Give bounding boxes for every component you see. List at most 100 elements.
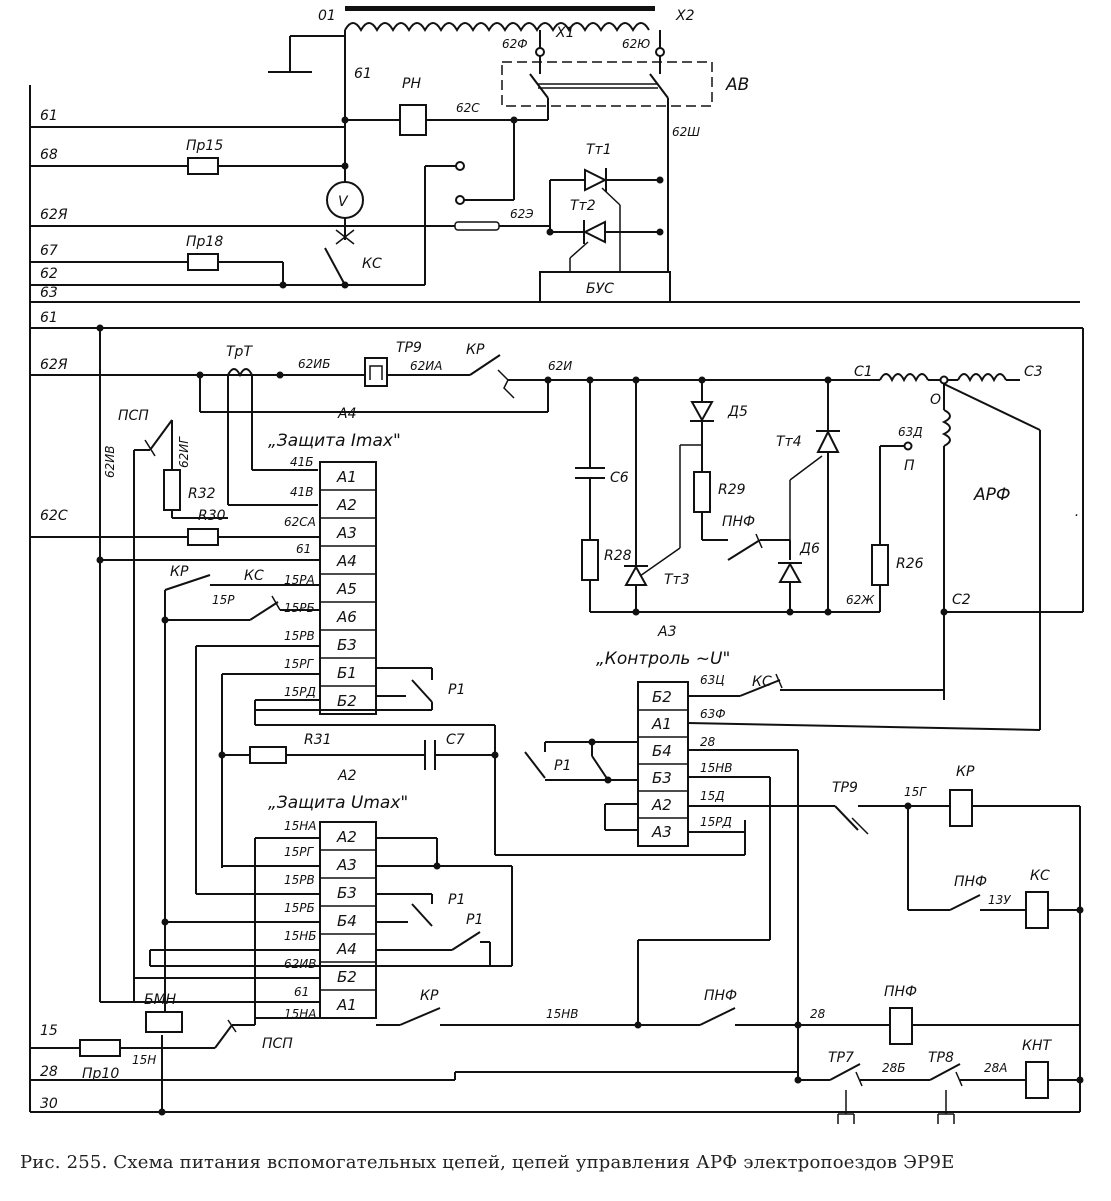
a2-wire: 15РВ (284, 873, 315, 887)
wire-label: 62ИА (410, 359, 442, 373)
a3-wire: 15НВ (700, 761, 733, 775)
pr15-label: Пр15 (186, 138, 223, 154)
tt4-label: Тт4 (776, 434, 802, 450)
ks-label-top: КС (362, 256, 382, 272)
ks-label-2: КС (244, 568, 264, 584)
a2-row: А4 (336, 940, 357, 958)
tr8-label: ТР8 (928, 1050, 954, 1066)
a2-wire: 62ИВ (284, 957, 316, 971)
terminal-label: 62Ю (622, 37, 650, 51)
r26-label: R26 (896, 556, 924, 572)
stray-mark: · (1074, 508, 1078, 524)
trt-label: ТрТ (226, 344, 253, 360)
bus-label: 61 (40, 108, 58, 124)
a2-wire: 15РБ (284, 901, 315, 915)
p1-label-2: Р1 (448, 892, 465, 908)
a4-row: А3 (336, 524, 357, 542)
tt1-label: Тт1 (586, 142, 612, 158)
tr9-relay (364, 357, 470, 387)
arf-label: АРФ (973, 485, 1011, 505)
p1-label-4: Р1 (554, 758, 571, 774)
pnf-label-2: ПНФ (954, 874, 987, 890)
ks-contact-top (279, 218, 355, 289)
wire-label: 62Э (510, 207, 534, 221)
a3-row: Б2 (652, 688, 672, 706)
bus-block (539, 271, 671, 303)
c2-label: С2 (952, 592, 971, 608)
fuse-pr15 (187, 157, 219, 175)
a3-block (637, 681, 689, 847)
a3-wire: 15Д (700, 789, 725, 803)
ks-label-3: КС (752, 674, 772, 690)
tt3-thyristor (624, 380, 702, 612)
a3-row: А2 (651, 796, 672, 814)
terminal-label: X2 (675, 8, 695, 24)
a2-row: Б2 (337, 968, 357, 986)
wire-label: 62И (548, 359, 572, 373)
a2-wire: 15НА (284, 819, 317, 833)
wire-label: 62Ш (672, 125, 700, 139)
bottom-wiring (79, 1007, 1084, 1124)
c1-label: С1 (854, 364, 873, 380)
a3-title: А3 (657, 624, 676, 640)
c6-label: С6 (610, 470, 629, 486)
a2-wiring (99, 560, 513, 1019)
a3-wire: 15РД (700, 815, 732, 829)
a3-row: А1 (651, 715, 672, 733)
t28b-label: 28Б (882, 1061, 906, 1075)
bmn-label: БМН (144, 992, 177, 1008)
a4-wire: 15РД (284, 685, 316, 699)
a2-wire: 61 (294, 985, 309, 999)
a4-row: А5 (336, 580, 357, 598)
bus-label: 62Я (40, 207, 68, 223)
a2-title: А2 (337, 768, 357, 784)
bus-label: 62Я (40, 357, 68, 373)
pnf-label-4: ПНФ (884, 984, 917, 1000)
bus-label: 30 (40, 1096, 58, 1112)
t15nv-label: 15НВ (546, 1007, 579, 1021)
t63d-label: 63Д (898, 425, 923, 439)
a4-wire: 62СА (284, 515, 316, 529)
p1-label-3: Р1 (466, 912, 483, 928)
t62ig-label: 62ИГ (177, 436, 191, 468)
r31-label: R31 (304, 732, 332, 748)
c3-label: С3 (1024, 364, 1043, 380)
figure-caption: Рис. 255. Схема питания вспомогательных … (20, 1152, 955, 1173)
tt3-label: Тт3 (664, 572, 690, 588)
t15g-label: 15Г (904, 785, 927, 799)
t62zh-label: 62Ж (846, 593, 875, 607)
fuse-pr18 (187, 253, 219, 271)
arf-windings (871, 328, 1084, 730)
a4-row: А4 (336, 552, 357, 570)
a4-row: А2 (336, 496, 357, 514)
t28a-label: 28А (984, 1061, 1007, 1075)
bus-label: 61 (40, 310, 58, 326)
a4-wiring (96, 324, 496, 1018)
a2-wire: 15РГ (284, 845, 315, 859)
terminal-label: 61 (354, 66, 372, 82)
a2-row: Б3 (337, 884, 357, 902)
c7-label: С7 (446, 732, 465, 748)
o-label: О (930, 392, 941, 408)
a4-row: А6 (336, 608, 357, 626)
av-label: АВ (725, 75, 749, 95)
tr9-label-2: ТР9 (832, 780, 858, 796)
a3-wire: 63Ц (700, 673, 725, 687)
t62iv-label: 62ИВ (103, 446, 117, 478)
pnf-label-3: ПНФ (704, 988, 737, 1004)
kr-label-3: КР (956, 764, 975, 780)
a2-row: А3 (336, 856, 357, 874)
a4-wire: 61 (296, 542, 311, 556)
top-winding (268, 6, 665, 226)
bus-labels: 61 68 62Я 67 62 63 61 62Я 62С 15 28 30 (40, 108, 68, 1112)
a2-block (319, 821, 377, 1019)
kr-relay-area (834, 789, 1084, 1112)
r28-label: R28 (604, 548, 632, 564)
bus-label: 62 (40, 266, 58, 282)
tt2-label: Тт2 (570, 198, 596, 214)
a2-subtitle: „Защита Umax" (268, 793, 408, 813)
a4-row: А1 (336, 468, 357, 486)
a3-row: Б3 (652, 769, 672, 787)
ks-label-4: КС (1030, 868, 1050, 884)
